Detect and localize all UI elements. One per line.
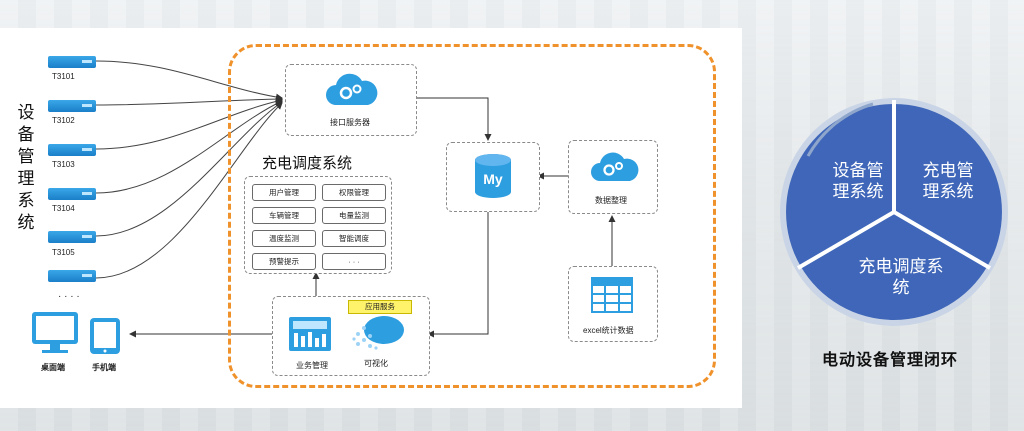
server-label: T3105 [52,248,75,257]
system-boundary-frame [228,44,716,388]
server-label: T3101 [52,72,75,81]
module-power-monitor: 电量监测 [322,207,386,224]
module-temp-monitor: 温度监测 [252,230,316,247]
interface-server-label: 接口服务器 [330,118,370,127]
database-icon: My [475,154,511,198]
excel-data-box: excel统计数据 [568,266,658,342]
closed-loop-caption: 电动设备管理闭环 [822,352,959,369]
server-icon [48,144,96,156]
servers-more: · · · · [58,291,80,302]
data-organize-box: 数据整理 [568,140,658,214]
database-box: My [446,142,540,212]
module-user-mgmt: 用户管理 [252,184,316,201]
tablet-icon [90,318,120,354]
db-text: My [483,171,503,187]
server-label: T3102 [52,116,75,125]
desktop-label: 桌面端 [41,363,65,372]
cycle-charging-dispatch: 充电调度系 统 [858,257,944,297]
charging-system-title: 充电调度系统 [262,155,353,172]
cloud-gear-icon [326,73,378,105]
cycle-charging-mgmt: 充电管 理系统 [922,161,974,201]
server-label: T3104 [52,204,75,213]
cloud-gear-icon [591,152,639,181]
device-management-title: 设备管理系统 [17,103,35,232]
module-alert: 预警提示 [252,253,316,270]
closed-loop-cycle [780,98,1008,326]
server-icon [48,188,96,200]
visualization-label: 可视化 [364,359,388,368]
server-icon [48,231,96,243]
module-more: · · · [322,253,386,270]
dashboard-icon [289,317,331,351]
app-service-tag: 应用服务 [348,300,412,314]
server-icon [48,270,96,282]
data-organize-label: 数据整理 [595,196,627,205]
module-permission-mgmt: 权限管理 [322,184,386,201]
interface-server-box: 接口服务器 [285,64,417,136]
server-label: T3103 [52,160,75,169]
module-smart-dispatch: 智能调度 [322,230,386,247]
cycle-device-mgmt: 设备管 理系统 [832,161,884,201]
excel-data-label: excel统计数据 [583,326,634,335]
visualization-icon [352,316,404,350]
business-mgmt-label: 业务管理 [296,361,328,370]
server-icon [48,100,96,112]
server-icon [48,56,96,68]
connector-lines [95,60,616,338]
module-vehicle-mgmt: 车辆管理 [252,207,316,224]
desktop-monitor-icon [32,312,78,353]
mobile-label: 手机端 [92,363,116,372]
spreadsheet-icon [591,277,633,313]
